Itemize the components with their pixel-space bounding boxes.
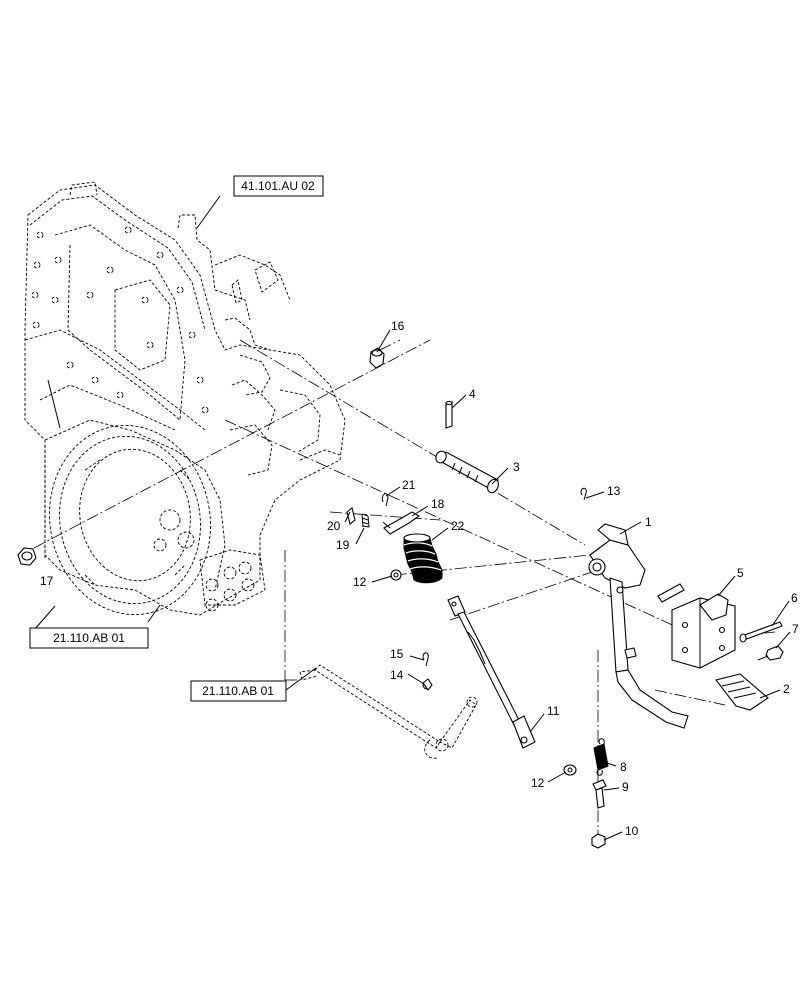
callout-12-lower: 12: [531, 776, 545, 790]
callout-15: 15: [390, 647, 404, 661]
part-14-bushing: [422, 678, 433, 691]
callout-16: 16: [391, 319, 405, 333]
part-22-boot: [403, 533, 443, 584]
callout-17: 17: [40, 574, 54, 588]
part-9-bolt: [592, 779, 607, 809]
ref-label-top: 41.101.AU 02: [241, 179, 315, 193]
ref-label-middle: 21.110.AB 01: [202, 684, 274, 698]
callout-13: 13: [607, 484, 621, 498]
part-7-screw: [757, 645, 784, 661]
part-10-nut: [591, 833, 606, 849]
part-17-nut: [17, 547, 37, 566]
callout-21: 21: [402, 478, 416, 492]
callout-labels: 1 2 3 4 5 6 7 8 9 10 11 12 12 13 14 15 1…: [40, 319, 799, 838]
callout-3: 3: [513, 460, 520, 474]
part-13-pin: [580, 487, 587, 501]
callout-14: 14: [390, 668, 404, 682]
part-18-rod: [382, 511, 421, 535]
part-20-pin: [346, 507, 356, 525]
ref-box-top[interactable]: 41.101.AU 02: [233, 175, 324, 197]
part-3-shaft: [435, 450, 499, 494]
part-12-washer-upper: [390, 569, 402, 581]
shaft-lever-assembly: [299, 664, 478, 759]
callout-5: 5: [737, 566, 744, 580]
transmission-housing: [24, 181, 346, 616]
callout-22: 22: [451, 519, 465, 533]
part-15-pin: [422, 652, 429, 667]
part-8-spring: [593, 738, 609, 776]
callout-4: 4: [469, 387, 476, 401]
ref-label-left: 21.110.AB 01: [53, 631, 125, 645]
callout-11: 11: [547, 704, 560, 718]
callout-18: 18: [431, 497, 445, 511]
part-5-bracket: [657, 583, 736, 669]
callout-2: 2: [783, 682, 790, 696]
callout-9: 9: [622, 780, 629, 794]
ref-box-left[interactable]: 21.110.AB 01: [29, 627, 149, 649]
callout-1: 1: [645, 515, 652, 529]
ref-box-middle[interactable]: 21.110.AB 01: [190, 680, 287, 702]
part-16-bushing: [369, 347, 385, 369]
part-19-spring: [361, 513, 370, 528]
part-11-link-rod: [447, 595, 536, 749]
callout-20: 20: [327, 519, 341, 533]
callout-8: 8: [620, 760, 627, 774]
callout-6: 6: [791, 591, 798, 605]
part-21-clip: [381, 493, 389, 507]
callout-10: 10: [625, 824, 639, 838]
callout-7: 7: [792, 622, 799, 636]
leader-lines: [33, 195, 791, 841]
part-1-pedal: [588, 523, 689, 729]
part-12-washer-lower: [563, 764, 577, 776]
part-6-bolt: [739, 621, 783, 643]
part-4-pin: [445, 400, 453, 429]
callout-19: 19: [336, 538, 350, 552]
part-2-pedal-pad: [715, 673, 769, 711]
center-lines: [33, 339, 776, 840]
callout-12-upper: 12: [353, 575, 367, 589]
